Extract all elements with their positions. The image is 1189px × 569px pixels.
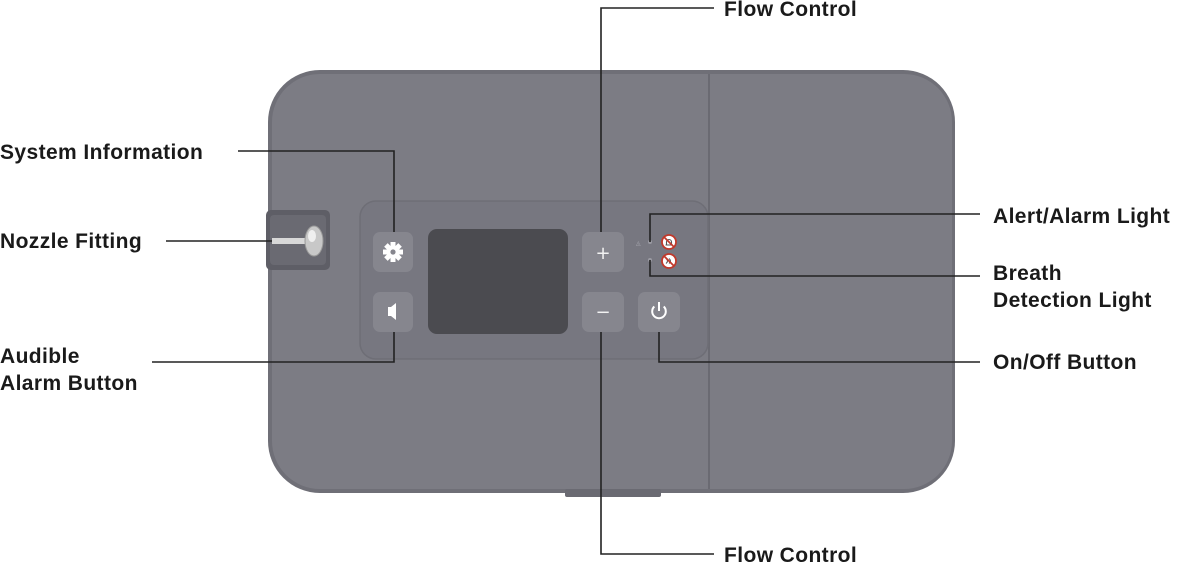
leader-flow-top xyxy=(600,7,714,232)
nozzle-stem xyxy=(272,238,312,244)
on-off-button-label: On/Off Button xyxy=(993,351,1137,374)
leader-system-information xyxy=(238,150,395,232)
plus-label: + xyxy=(595,243,610,264)
breath-label-line1: Breath xyxy=(993,262,1062,285)
system-information-button[interactable] xyxy=(373,232,413,272)
audible-alarm-label-line1: Audible xyxy=(0,345,80,368)
flow-control-top-label: Flow Control xyxy=(724,0,858,21)
display-screen xyxy=(428,229,568,334)
audible-alarm-label: Audible Alarm Button xyxy=(0,343,138,397)
breath-crossed-icon xyxy=(661,253,677,269)
speaker-icon xyxy=(388,303,396,320)
breath-label-line2: Detection Light xyxy=(993,289,1152,312)
flow-down-button[interactable]: − xyxy=(582,292,624,332)
alert-alarm-light-label: Alert/Alarm Light xyxy=(993,205,1171,228)
leader-lines xyxy=(152,7,980,555)
tiny-alarm-glyph: ◬ xyxy=(636,240,641,247)
on-off-button[interactable] xyxy=(638,292,680,332)
gear-icon xyxy=(383,242,403,262)
system-information-label: System Information xyxy=(0,141,204,164)
nozzle-tip-highlight xyxy=(308,230,316,242)
nozzle-fitting-label: Nozzle Fitting xyxy=(0,230,143,253)
nozzle-fitting[interactable] xyxy=(266,210,330,270)
breath-detection-light-label: Breath Detection Light xyxy=(993,260,1152,314)
leader-alert-light xyxy=(649,213,980,242)
leader-flow-bottom xyxy=(600,332,714,555)
flow-up-button[interactable]: + xyxy=(582,232,624,272)
audible-alarm-label-line2: Alarm Button xyxy=(0,372,138,395)
audible-alarm-button[interactable] xyxy=(373,292,413,332)
leader-breath-light xyxy=(649,260,980,277)
power-icon xyxy=(651,302,667,320)
leader-audible-alarm xyxy=(152,332,395,363)
leader-on-off xyxy=(658,332,980,363)
alarm-crossed-icon xyxy=(661,234,677,250)
flow-control-bottom-label: Flow Control xyxy=(724,544,858,567)
bottom-tab xyxy=(565,489,661,497)
minus-label: − xyxy=(595,302,610,323)
